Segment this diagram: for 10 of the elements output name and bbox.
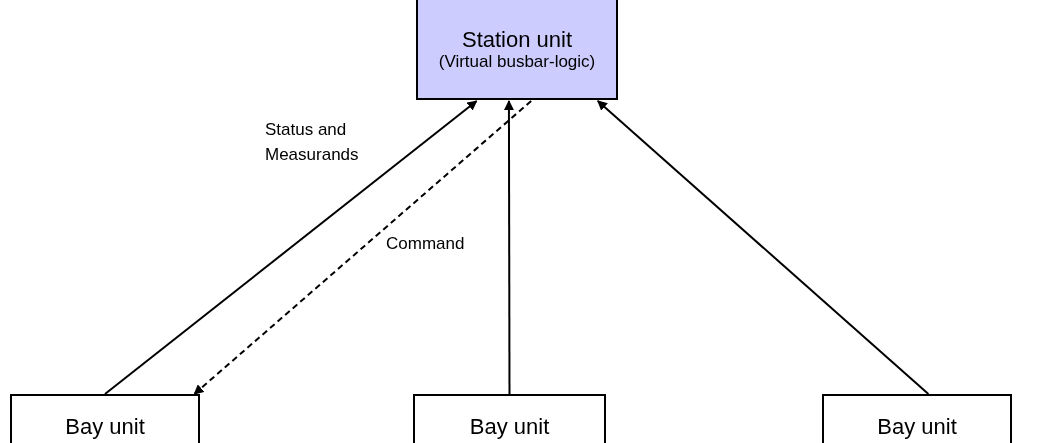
station-box xyxy=(416,0,618,100)
box-title: Bay unit xyxy=(877,414,957,440)
box-subtitle: (Virtual busbar-logic) xyxy=(438,51,596,72)
arrow xyxy=(104,100,478,395)
box-title: Bay unit xyxy=(65,414,145,440)
dashed-arrow xyxy=(193,100,533,395)
box-title: Station unit xyxy=(461,26,573,52)
arrow xyxy=(596,100,930,395)
box-title: Bay unit xyxy=(469,414,550,440)
arrow xyxy=(503,100,514,395)
